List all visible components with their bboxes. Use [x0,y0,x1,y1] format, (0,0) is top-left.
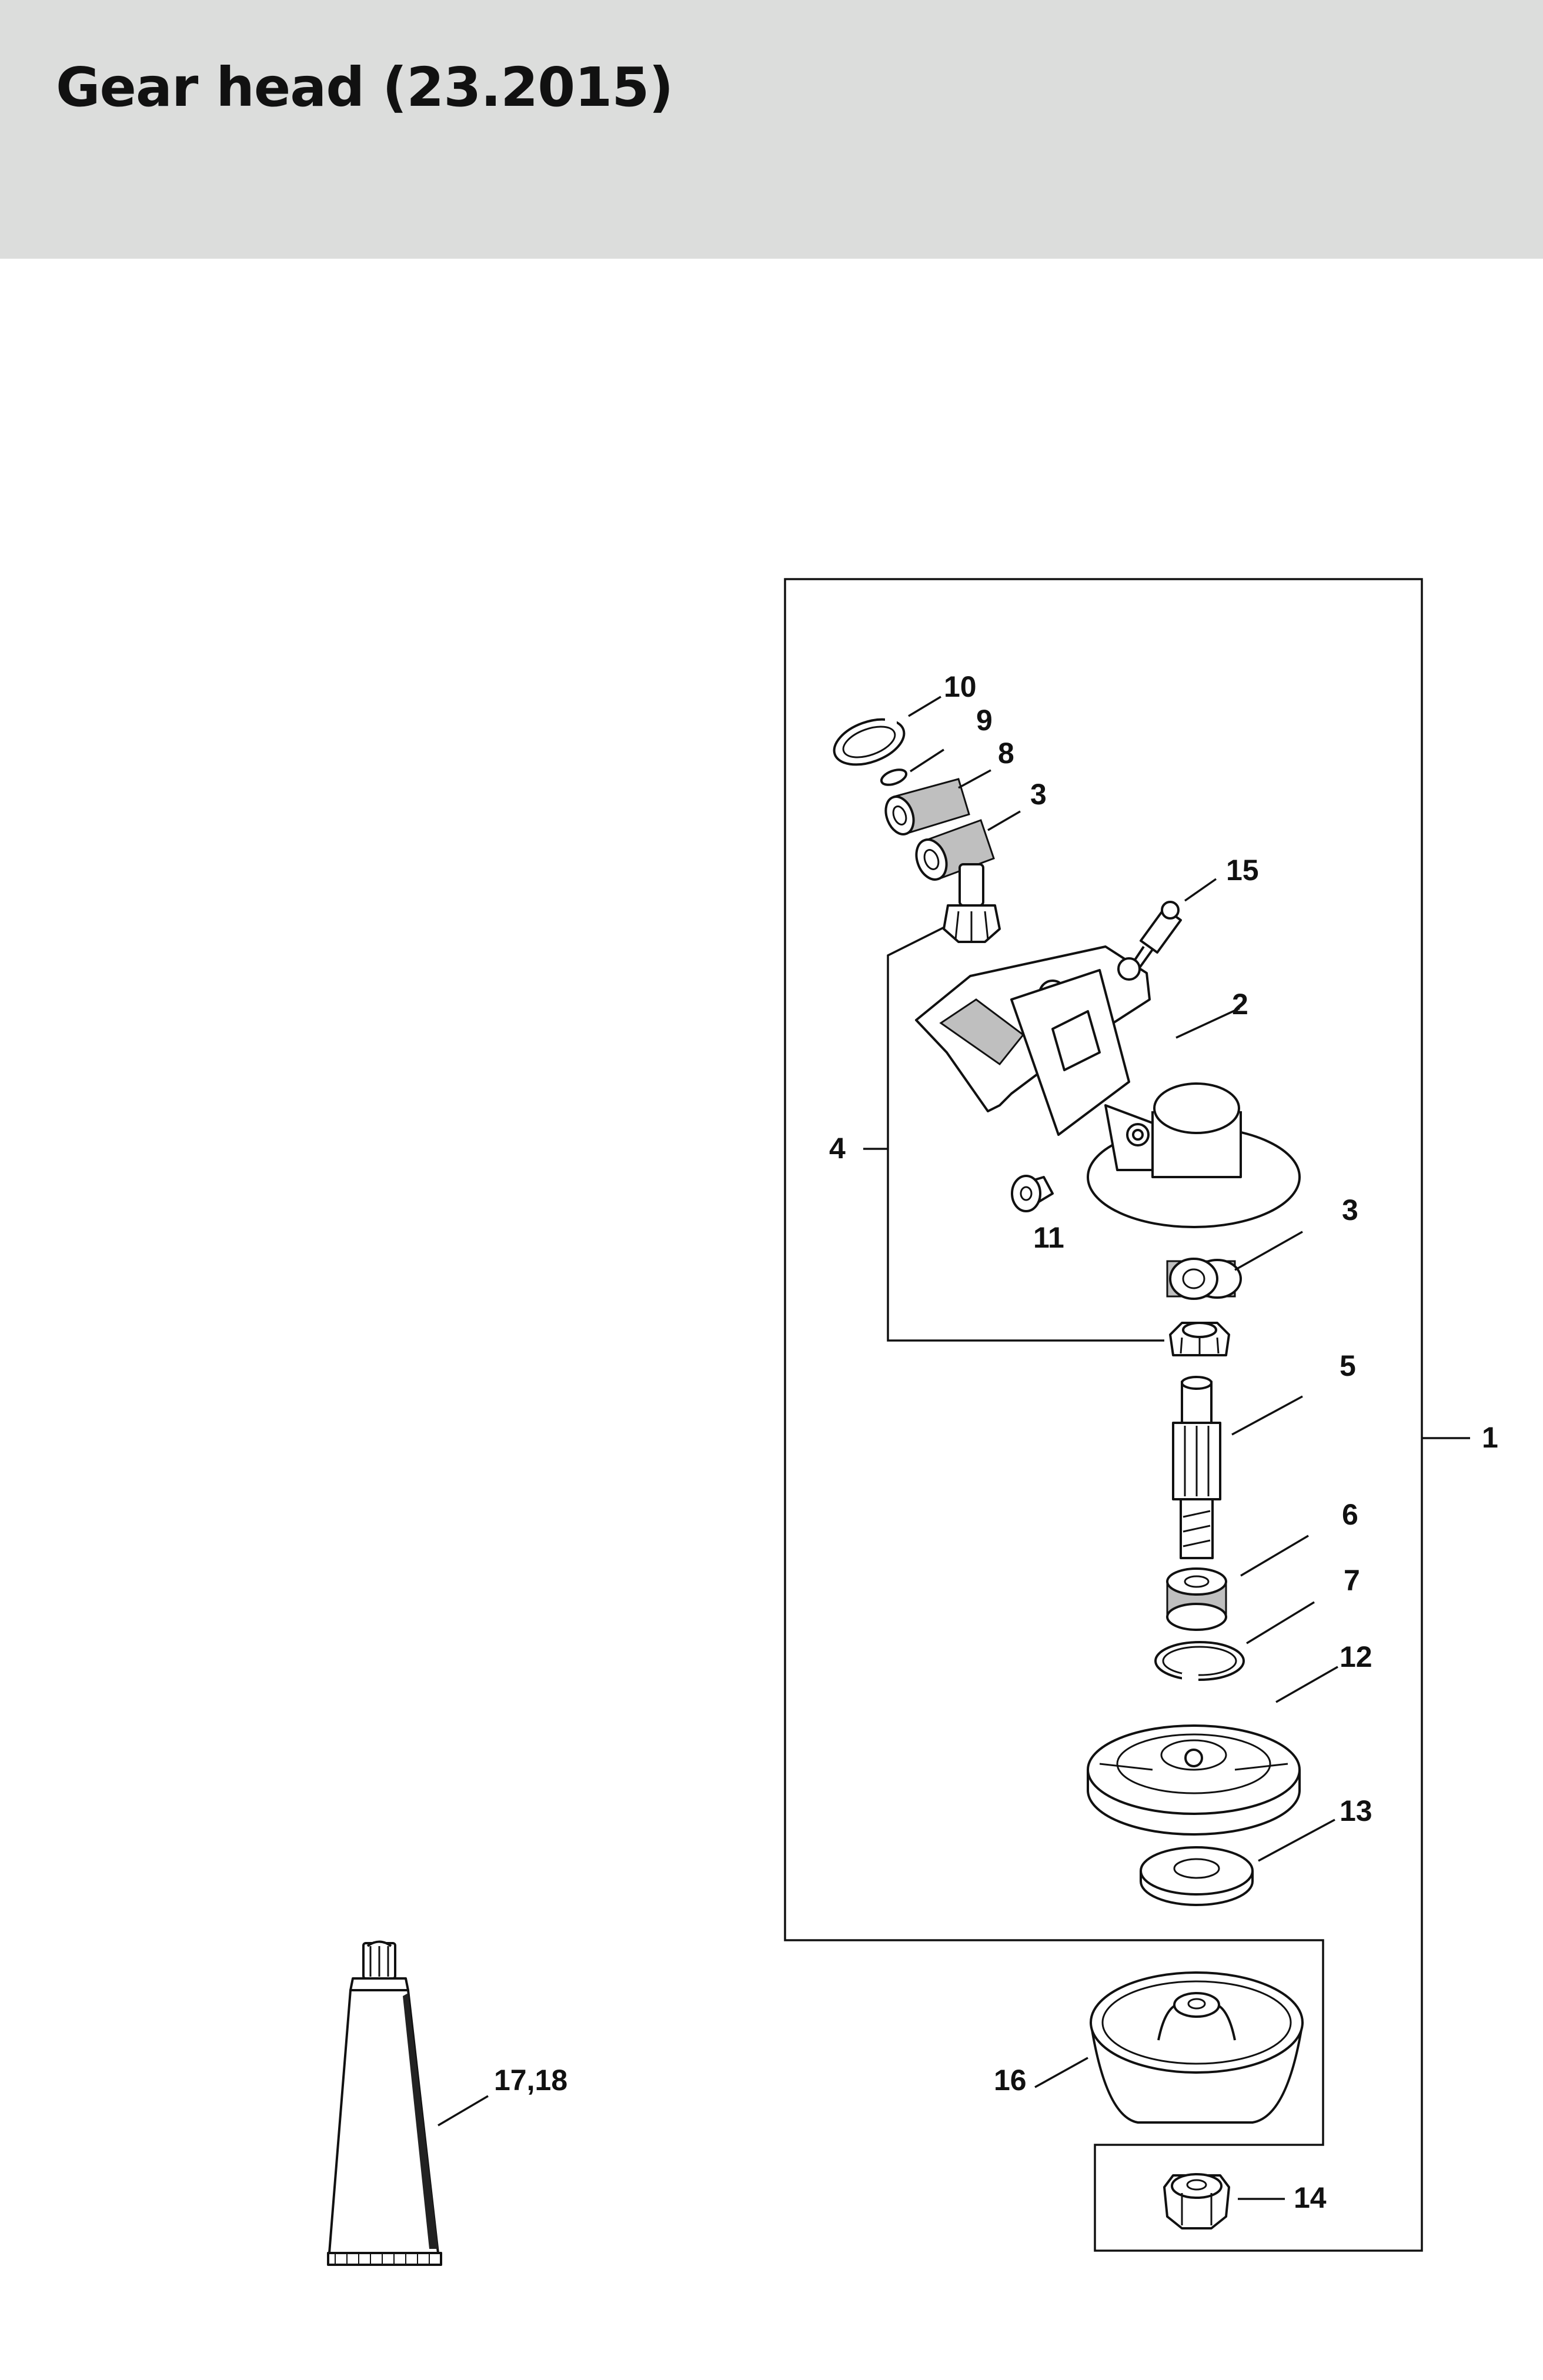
callout-12: 12 [1340,1640,1372,1673]
part-12-thrust-plate [1087,1724,1301,1836]
leader-12 [1275,1666,1338,1703]
callout-3-upper: 3 [1030,778,1047,811]
callout-14: 14 [1294,2181,1327,2214]
part-16-cap [1090,1971,1304,2124]
leader-16 [1034,2057,1088,2088]
part-6-ball-bearing [1166,1567,1227,1631]
part-7-circlip [1154,1641,1245,1682]
leader-5 [1231,1395,1303,1436]
leader-17-18 [437,2095,489,2127]
part-11-plug-screw [1011,1175,1054,1212]
leader-10 [908,696,941,717]
leader-8 [958,769,991,789]
part-9-snap-ring [880,768,908,786]
header-band: Gear head (23.2015) [0,0,1543,259]
callout-11: 11 [1033,1221,1064,1254]
callout-16: 16 [994,2064,1027,2097]
leader-15 [1184,878,1217,902]
bevel-gear [1169,1322,1230,1356]
callout-7: 7 [1344,1564,1360,1597]
part-8-ball-bearing [884,778,970,835]
assembly-frame [784,578,1423,2252]
callout-15: 15 [1226,854,1259,887]
part-2-gear-housing [915,945,1301,1228]
part-15-screw [1131,901,1182,971]
page-title: Gear head (23.2015) [56,56,673,119]
leader-3a [987,810,1021,831]
callout-6: 6 [1342,1498,1358,1531]
callout-2: 2 [1232,988,1248,1021]
part-13-washer [1140,1846,1254,1906]
leader-7 [1246,1601,1315,1644]
callout-17-18: 17,18 [494,2064,567,2097]
callout-10: 10 [944,670,977,703]
leader-6 [1240,1535,1309,1577]
callout-9: 9 [976,704,993,737]
callout-4: 4 [829,1132,846,1165]
part-17-18-grease-tube [327,1940,442,2266]
callout-13: 13 [1340,1794,1372,1827]
leader-3b [1234,1231,1303,1271]
part-5-spline-shaft [1172,1376,1221,1559]
bevel-pinion [943,863,1001,943]
leader-13 [1258,1819,1335,1862]
callout-5: 5 [1340,1349,1356,1382]
part-10-retaining-ring [833,716,906,766]
part-3-ball-bearing-lower [1166,1258,1242,1300]
part-14-nut [1163,2173,1230,2229]
callout-3-lower: 3 [1342,1194,1358,1226]
callout-1: 1 [1482,1421,1498,1454]
leader-9 [910,748,944,773]
callout-8: 8 [998,737,1014,770]
leader-2 [1175,1007,1240,1039]
